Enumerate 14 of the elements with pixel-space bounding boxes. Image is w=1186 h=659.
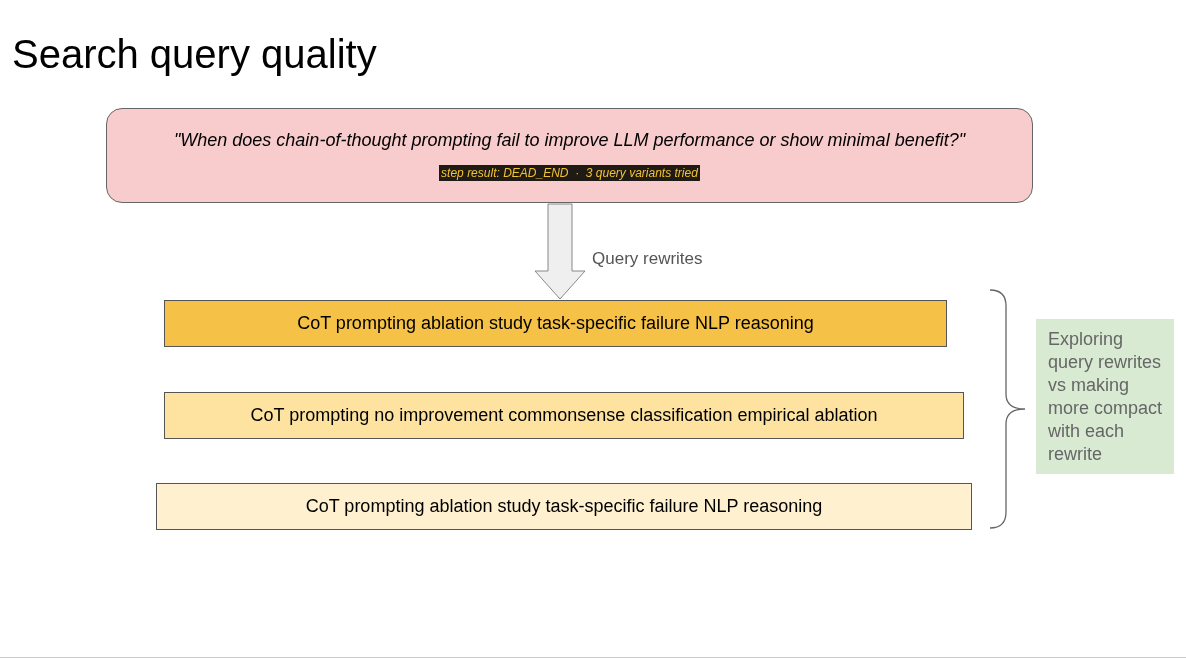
note-box — [1036, 319, 1174, 474]
edge-label: Query rewrites — [592, 249, 703, 269]
status-badge: step result: DEAD_END · 3 query variants tried — [439, 165, 700, 181]
query-text: CoT prompting ablation study task-specific failure NLP reasoning — [297, 313, 814, 334]
rewrite-box — [156, 483, 972, 530]
query-text: "When does chain-of-thought prompting fail to improve LLM performance or show minimal benefit?" — [173, 130, 966, 151]
rewrite-box — [164, 392, 964, 439]
query-text: CoT prompting ablation study task-specific failure NLP reasoning — [305, 496, 823, 517]
query-text: CoT prompting no improvement commonsense classification empirical ablation — [250, 405, 878, 426]
block-arrow — [534, 203, 586, 300]
query-box — [106, 108, 1033, 203]
rewrite-box — [164, 300, 947, 347]
note-text: Exploring query rewrites vs making more compact with each rewrite — [1047, 327, 1164, 466]
slide-title: Search query quality — [12, 32, 377, 77]
